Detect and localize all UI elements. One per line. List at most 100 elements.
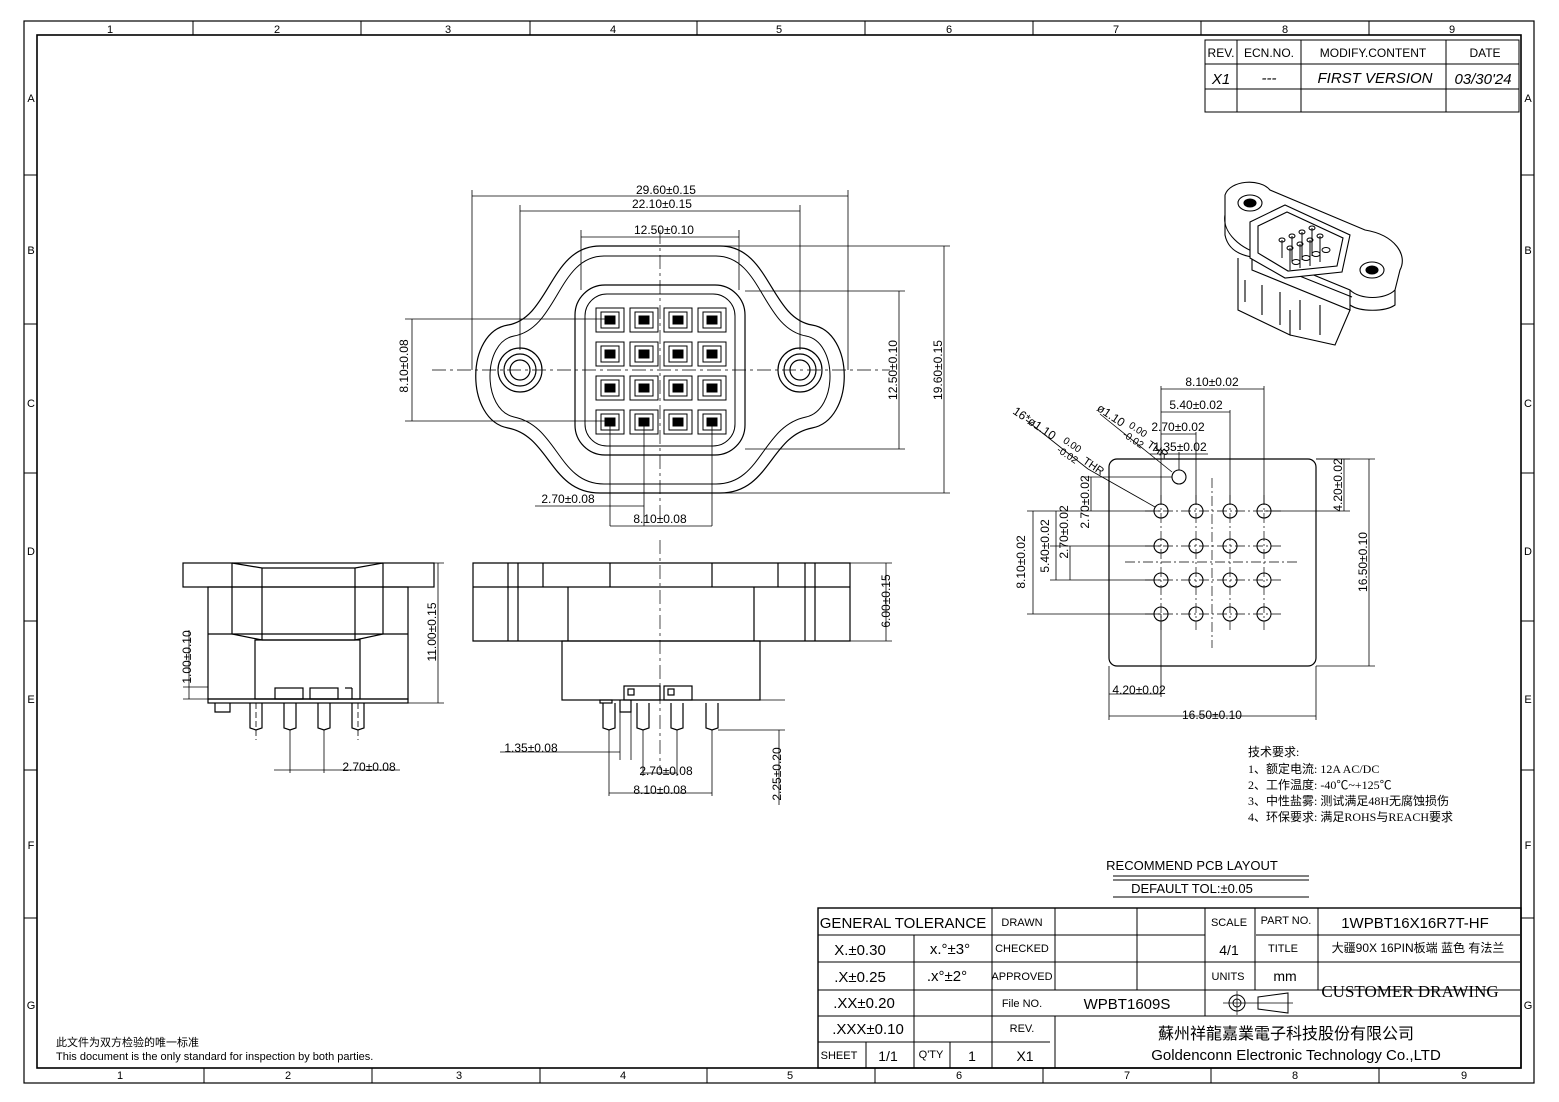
drawing-type: CUSTOMER DRAWING (1321, 982, 1498, 1001)
col-label: 2 (274, 24, 280, 36)
side-view-left-dimension-lines (183, 562, 444, 773)
row-label: F (1525, 840, 1532, 852)
col-label: 3 (456, 1070, 462, 1082)
part-no-label: PART NO. (1261, 915, 1312, 927)
dim-2-70: 2.70±0.02 (1151, 420, 1205, 434)
tol-xx-ang: .x°±2° (927, 968, 967, 985)
iso-3d-view (1224, 181, 1403, 346)
pcb-caption-tolerance: DEFAULT TOL:±0.05 (1131, 881, 1253, 896)
date-value: 03/30'24 (1454, 71, 1511, 88)
scale-value: 4/1 (1219, 942, 1239, 958)
qty-value: 1 (968, 1048, 976, 1064)
frame-row-labels-right: A B C D E F G (1524, 93, 1533, 1012)
frame-column-labels-bottom: 1 2 3 4 5 6 7 8 9 (117, 1070, 1467, 1082)
top-view-pin-grid (595, 307, 727, 435)
rev-value: X1 (1211, 71, 1230, 88)
drawing-frame (23, 20, 1535, 1084)
dim-pitch: 2.70±0.08 (639, 764, 693, 778)
dim-pin-length: 2.25±0.20 (770, 747, 784, 801)
dim-mount-spacing: 22.10±0.15 (632, 197, 692, 211)
dim-body-width: 12.50±0.10 (634, 223, 694, 237)
approved-label: APPROVED (991, 971, 1052, 983)
dim-1-35: 1.35±0.02 (1153, 440, 1207, 454)
footer-note: 此文件为双方检验的唯一标准 This document is the only … (56, 1035, 373, 1063)
tech-note: 2、工作温度: -40℃~+125℃ (1248, 777, 1392, 792)
tol-xx: .X±0.25 (834, 969, 886, 986)
tol-xxx: .XX±0.20 (833, 995, 895, 1012)
tech-notes-title: 技术要求: (1248, 745, 1299, 759)
scale-label: SCALE (1211, 917, 1247, 929)
dim-left-2-70a: 2.70±0.02 (1057, 505, 1071, 559)
col-label: 5 (787, 1070, 793, 1082)
dim-left-8-10: 8.10±0.02 (1014, 535, 1028, 589)
dim-bottom-16-50: 16.50±0.10 (1182, 708, 1242, 722)
tol-xxxx: .XXX±0.10 (832, 1021, 904, 1038)
company-en: Goldenconn Electronic Technology Co.,LTD (1151, 1047, 1441, 1064)
row-label: B (27, 245, 34, 257)
ecn-header: ECN.NO. (1244, 46, 1294, 60)
checked-label: CHECKED (995, 943, 1049, 955)
tech-note: 3、中性盐雾: 测试满足48H无腐蚀损伤 (1248, 793, 1449, 808)
title-block-text: GENERAL TOLERANCE X.±0.30 x.°±3° .X±0.25… (820, 915, 1505, 1064)
modify-header: MODIFY.CONTENT (1320, 46, 1427, 60)
dim-right-4-20: 4.20±0.02 (1331, 458, 1345, 512)
col-label: 8 (1292, 1070, 1298, 1082)
row-label: D (1524, 546, 1532, 558)
col-label: 7 (1113, 24, 1119, 36)
frame-column-labels-top: 1 2 3 4 5 6 7 8 9 (107, 24, 1455, 36)
date-header: DATE (1469, 46, 1500, 60)
row-label: A (1524, 93, 1532, 105)
col-label: 8 (1282, 24, 1288, 36)
tech-note: 4、环保要求: 满足ROHS与REACH要求 (1248, 810, 1453, 824)
dim-left-5-40: 5.40±0.02 (1038, 519, 1052, 573)
dim-hole-16-suffix: THR (1081, 455, 1106, 478)
col-label: 5 (776, 24, 782, 36)
row-label: G (1524, 1000, 1533, 1012)
top-view-dimension-lines (405, 190, 950, 527)
pcb-layout (1108, 458, 1317, 667)
dim-left-height: 8.10±0.08 (397, 339, 411, 393)
dim-span: 8.10±0.08 (633, 783, 687, 797)
col-label: 7 (1124, 1070, 1130, 1082)
side-view-right-dimension-lines (500, 562, 892, 805)
pcb-caption: RECOMMEND PCB LAYOUT DEFAULT TOL:±0.05 (1106, 858, 1309, 898)
dim-total-width: 29.60±0.15 (636, 183, 696, 197)
pcb-caption-title: RECOMMEND PCB LAYOUT (1106, 858, 1278, 873)
general-tolerance: GENERAL TOLERANCE (820, 915, 986, 932)
side-view-left-dimension-text: 11.00±0.15 1.00±0.10 2.70±0.08 (180, 602, 439, 774)
col-label: 4 (620, 1070, 626, 1082)
row-label: B (1524, 245, 1531, 257)
projection-symbol-icon (1223, 991, 1293, 1015)
row-label: F (28, 840, 35, 852)
side-view-right-dimension-text: 6.00±0.15 2.25±0.20 1.35±0.08 2.70±0.08 … (504, 574, 893, 801)
dim-hole-1: ø1.10 (1094, 401, 1128, 430)
col-label: 9 (1461, 1070, 1467, 1082)
row-label: C (1524, 398, 1532, 410)
drawn-label: DRAWN (1001, 917, 1042, 929)
pcb-layout-dimension-lines (1025, 386, 1375, 720)
dim-standoff: 1.00±0.10 (180, 630, 194, 684)
tol-x: X.±0.30 (834, 942, 886, 959)
sheet-label: SHEET (821, 1050, 858, 1062)
ecn-value: --- (1262, 70, 1277, 87)
dim-pitch: 2.70±0.08 (541, 492, 595, 506)
col-label: 9 (1449, 24, 1455, 36)
row-label: D (27, 546, 35, 558)
title-block (817, 907, 1522, 1069)
top-view (432, 230, 890, 520)
part-no: 1WPBT16X16R7T-HF (1341, 915, 1489, 932)
col-label: 4 (610, 24, 616, 36)
footer-note-en: This document is the only standard for i… (56, 1051, 373, 1063)
footer-note-cn: 此文件为双方检验的唯一标准 (56, 1035, 199, 1049)
rev-label: REV. (1010, 1023, 1035, 1035)
tol-x-ang: x.°±3° (930, 941, 970, 958)
dim-flange: 6.00±0.15 (879, 574, 893, 628)
technical-requirements: 技术要求: 1、额定电流: 12A AC/DC 2、工作温度: -40℃~+12… (1248, 745, 1453, 824)
sheet-value: 1/1 (878, 1048, 898, 1064)
dim-body-height: 12.50±0.10 (886, 340, 900, 400)
dim-bottom-4-20: 4.20±0.02 (1112, 683, 1166, 697)
frame-row-labels-left: A B C D E F G (27, 93, 36, 1012)
col-label: 3 (445, 24, 451, 36)
row-label: G (27, 1000, 36, 1012)
